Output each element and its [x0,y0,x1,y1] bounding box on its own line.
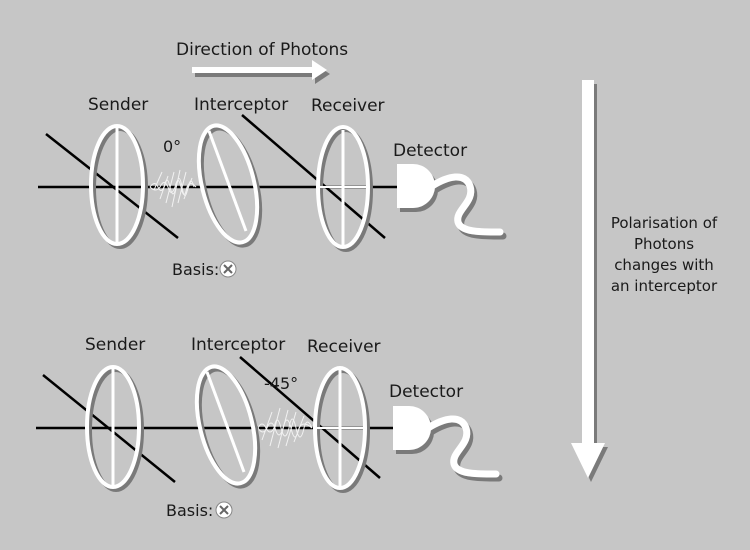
direction-arrow [192,60,327,80]
bottom-receiver-label: Receiver [307,337,381,357]
top-sender-polarisation-line [45,133,179,239]
bottom-basis-label: Basis: [166,501,213,520]
top-basis-label: Basis: [172,260,219,279]
bottom-photon-wave [257,407,313,449]
bottom-setup: Sender Interceptor Receiver Detector -45… [36,335,500,520]
direction-label: Direction of Photons [176,40,348,60]
top-photon-wave [149,169,197,208]
polarisation-arrow [571,80,605,478]
polarisation-note-line: an interceptor [610,277,718,295]
bottom-sender-filter [85,365,144,492]
polarisation-note: Polarisation of Photons changes with an … [598,213,730,297]
bottom-basis-icon [215,501,233,519]
top-sender-label: Sender [88,95,148,115]
top-detector [397,164,504,236]
top-interceptor-polarisation-line [241,114,386,239]
bottom-interceptor-polarisation-line [239,356,381,479]
bottom-interceptor-label: Interceptor [191,335,285,355]
top-setup: Sender Interceptor Receiver Detector 0° … [38,95,504,279]
polarisation-note-line: Polarisation of [610,214,718,232]
bottom-detector-label: Detector [389,382,463,402]
top-receiver-label: Receiver [311,96,385,116]
bottom-interceptor-filter [194,364,261,489]
top-interceptor-filter [196,123,263,248]
bottom-sender-polarisation-line [42,374,176,483]
bottom-detector [393,406,500,478]
polarisation-note-line: changes with [614,256,714,274]
bottom-receiver-filter [313,366,370,493]
top-interceptor-label: Interceptor [194,95,288,115]
top-sender-filter [89,124,148,249]
top-receiver-filter [316,125,373,252]
polarisation-note-line: Photons [633,235,695,253]
top-basis-icon [219,260,237,278]
bottom-sender-label: Sender [85,335,145,355]
bottom-angle-label: -45° [264,374,298,393]
top-angle-label: 0° [163,137,181,156]
top-detector-label: Detector [393,141,467,161]
